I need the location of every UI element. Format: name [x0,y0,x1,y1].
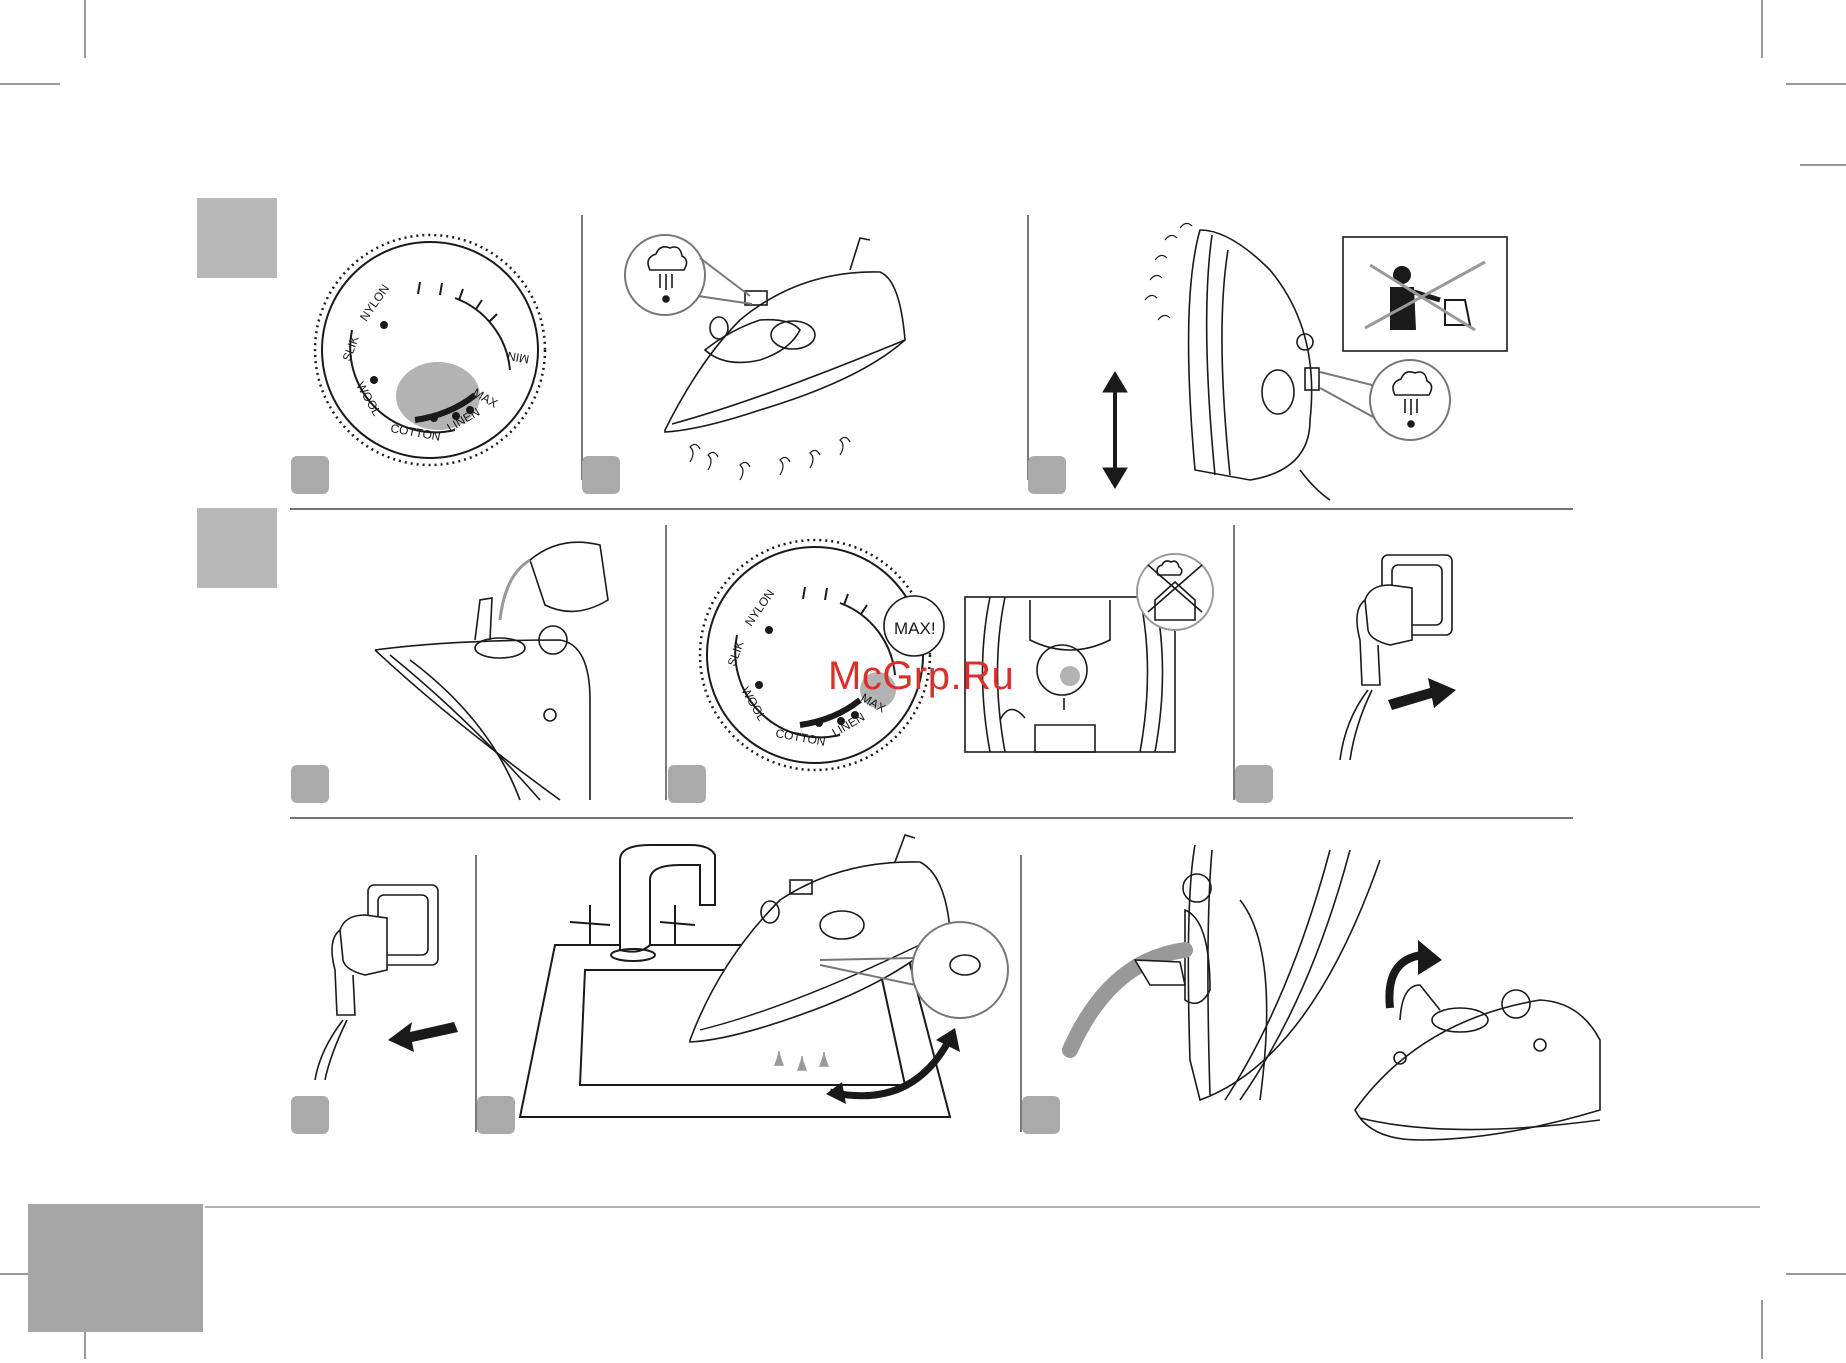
steam-callout-1 [625,235,752,315]
curved-arrow-icon [826,1028,960,1104]
plug-in [1340,555,1452,760]
double-arrow-icon [1103,372,1127,488]
dial-label-silk: SLIK [725,639,747,668]
step-badge [291,1096,329,1134]
step-badge [1235,765,1273,803]
max-callout-text: MAX! [894,619,936,638]
section-tab-1 [197,198,277,278]
dial-label-nylon: NYLON [357,282,392,324]
no-children-icon [1343,237,1507,351]
watermark: McGrp.Ru [828,654,1014,699]
dial-label-wool: WOOL [353,380,384,419]
dial-label-nylon: NYLON [742,587,777,629]
iron-filling-water [375,542,608,800]
step-badge [291,765,329,803]
step-badge [477,1096,515,1134]
sink-rinse [520,835,1008,1117]
page-tab [28,1204,203,1332]
dial-label-silk: SLIK [340,334,362,363]
dial-label-wool: WOOL [738,685,769,724]
step-badge [668,765,706,803]
section-tab-2 [197,508,277,588]
step-badge [582,456,620,494]
dial-label-min: MIN [506,349,530,367]
iron-cleaning [1070,845,1380,1100]
iron-small-flip [1355,985,1600,1140]
arrow-icon [388,1022,458,1052]
max-callout: MAX! [884,596,944,656]
vertical-iron [1145,223,1330,500]
step-badge [1022,1096,1060,1134]
step-badge [291,456,329,494]
dial-label-cotton: COTTON [774,726,826,749]
no-steam-house-icon [1137,554,1213,630]
unplug [315,885,438,1080]
step-badge [1028,456,1066,494]
steam-callout-2 [1320,360,1450,440]
arrow-icon [1388,678,1456,710]
curved-arrow-icon [1389,940,1442,1008]
